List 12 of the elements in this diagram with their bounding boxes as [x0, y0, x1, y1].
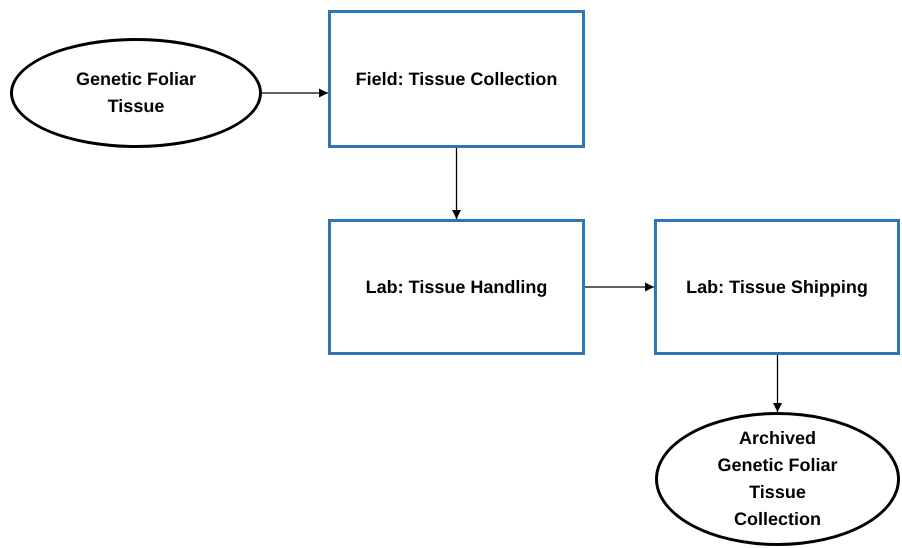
node-label: Lab: Tissue Shipping: [686, 276, 868, 299]
arrow: [452, 148, 462, 219]
node-label: Archived Genetic Foliar Tissue Collection: [716, 427, 839, 531]
process-box: [328, 219, 585, 355]
node-label: Field: Tissue Collection: [356, 68, 558, 90]
node-label: Genetic Foliar Tissue: [74, 68, 198, 118]
arrow: [262, 88, 328, 98]
process-box: [654, 219, 900, 355]
node-label: Lab: Tissue Handling: [366, 276, 548, 299]
process-box: [328, 10, 585, 148]
arrow: [772, 355, 782, 412]
arrow: [585, 282, 654, 292]
